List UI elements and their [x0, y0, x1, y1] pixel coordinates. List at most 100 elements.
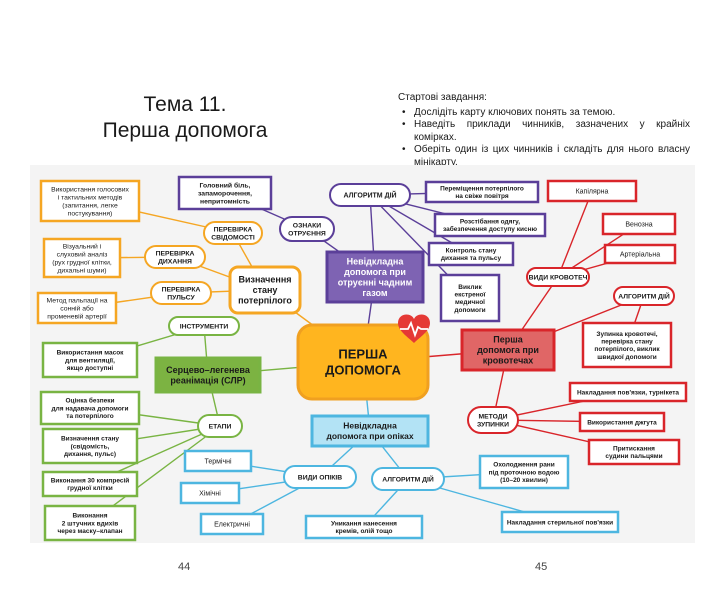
tasks-heading: Стартові завдання: — [398, 92, 487, 103]
bleed-algorithm-node: АЛГОРИТМ ДІЙ — [613, 286, 675, 306]
page-number-left: 44 — [178, 561, 191, 573]
burn-types-node: ВИДИ ОПІКІВ — [283, 465, 357, 489]
cpr-stage-2-node-label: Визначення стану(свідомість,дихання, пул… — [61, 436, 119, 458]
heart-pulse-icon — [398, 314, 430, 343]
poison-symptoms-node-label: Головний біль,запаморочення,непритомніст… — [198, 181, 252, 205]
cpr-tools-node-label: ІНСТРУМЕНТИ — [180, 323, 229, 330]
poison-step-4-node-box — [439, 273, 501, 323]
cpr-stages-node: ЕТАПИ — [197, 414, 243, 438]
burn-chemical-node-label: Хімічні — [199, 489, 221, 497]
method-tourniquet-node-label: Використання джгута — [587, 419, 657, 426]
burn-thermal-node-box — [183, 449, 253, 473]
assessment-node-box — [228, 265, 302, 315]
center-node-box — [296, 323, 430, 401]
capillary-node: Капілярна — [546, 179, 638, 203]
method-bandage-node-label: Накладання пов'язки, турнікета — [577, 388, 679, 396]
method-tourniquet-node: Використання джгута — [578, 411, 666, 433]
bleed-algorithm-node-label: АЛГОРИТМ ДІЙ — [618, 291, 670, 300]
venous-node-box — [601, 212, 677, 236]
bleeding-node-box — [460, 328, 556, 372]
burn-thermal-node-label: Термічні — [204, 457, 232, 465]
starter-tasks: Стартові завдання: Дослідіть карту ключо… — [398, 92, 690, 169]
cpr-tools-text-node-box — [41, 341, 139, 379]
poison-algorithm-node-box — [329, 183, 411, 207]
burn-electric-node-box — [199, 512, 265, 536]
arterial-node: Артеріальна — [603, 243, 677, 265]
bleed-methods-node-box — [467, 406, 519, 434]
poisoning-node-box — [325, 250, 425, 304]
task-item: Наведіть приклади чинників, зазначених у… — [402, 119, 690, 144]
burn-step-2-node-label: Накладання стерильної пов'язки — [507, 519, 613, 526]
bleed-algorithm-text-node-box — [581, 321, 673, 369]
cpr-stage-3-node-box — [41, 470, 139, 498]
task-item: Дослідіть карту ключових понять за темою… — [402, 107, 690, 120]
tasks-list: Дослідіть карту ключових понять за темою… — [398, 107, 690, 170]
bleeding-types-node-box — [526, 267, 590, 287]
cpr-tools-node: ІНСТРУМЕНТИ — [168, 316, 240, 336]
check-consciousness-node-box — [203, 221, 263, 245]
burn-electric-node: Електричні — [199, 512, 265, 536]
connector-bleeding-types-node-capillary-node — [557, 190, 593, 278]
cpr-stage-4-node-box — [43, 504, 137, 542]
pulse-line — [400, 320, 428, 338]
method-bandage-node: Накладання пов'язки, турнікета — [568, 381, 688, 403]
burn-algorithm-node-box — [371, 467, 445, 491]
capillary-node-box — [546, 179, 638, 203]
poison-step-3-node-box — [427, 241, 515, 267]
burn-types-node-box — [283, 465, 357, 489]
burn-algorithm-node-label: АЛГОРИТМ ДІЙ — [382, 474, 434, 483]
burns-node-box — [310, 414, 430, 448]
voice-tactile-node-box — [39, 179, 141, 223]
cpr-stage-1-node-box — [39, 390, 141, 426]
burn-step-3-node-box — [304, 514, 424, 540]
burn-step-2-node-box — [500, 510, 620, 534]
method-pressure-node-box — [587, 438, 681, 466]
bleed-algorithm-node-box — [613, 286, 675, 306]
cpr-tools-node-box — [168, 316, 240, 336]
burn-types-node-label: ВИДИ ОПІКІВ — [298, 474, 343, 481]
burn-thermal-node: Термічні — [183, 449, 253, 473]
cpr-stage-2-node: Визначення стану(свідомість,дихання, пул… — [41, 427, 139, 465]
arterial-node-label: Артеріальна — [620, 250, 660, 258]
bleeding-types-node-label: ВИДИ КРОВОТЕЧ — [529, 274, 588, 281]
